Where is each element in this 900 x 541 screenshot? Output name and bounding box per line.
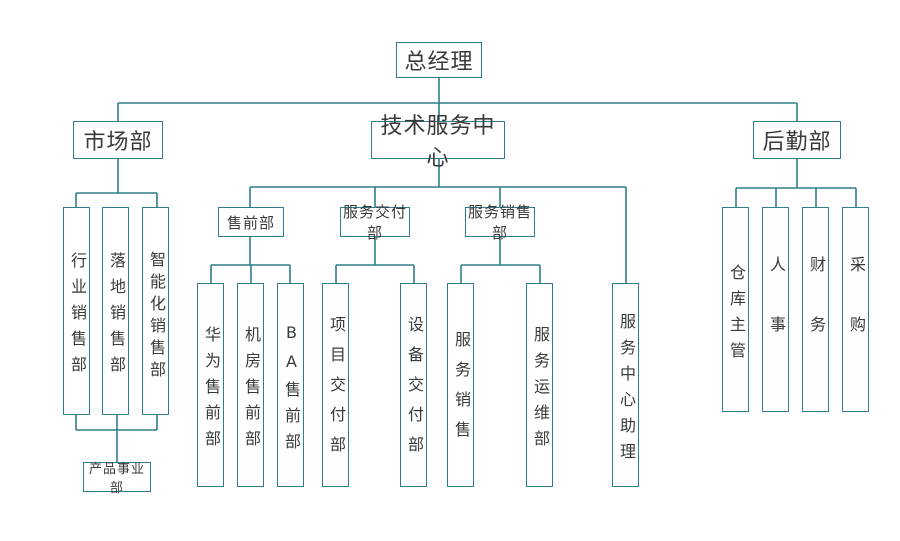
logistics-department-box: 后勤部 [753,121,841,159]
industry-sales-box: 行业销售部 [63,207,90,415]
service-ops-box: 服务运维部 [526,283,553,487]
warehouse-manager-box: 仓库主管 [722,207,749,412]
finance-box: 财务 [802,207,829,412]
datacenter-presales-box: 机房售前部 [237,283,264,487]
equipment-delivery-box: 设备交付部 [400,283,427,487]
service-sales-box: 服务销售部 [465,203,535,242]
service-center-assistant-box: 服务中心助理 [612,283,639,487]
onsite-sales-box: 落地销售部 [102,207,129,415]
project-delivery-box: 项目交付部 [322,283,349,487]
purchasing-box: 采购 [842,207,869,412]
smart-sales-box: 智能化销售部 [142,207,169,415]
hr-box: 人事 [762,207,789,412]
product-division-box: 产品事业部 [83,462,151,496]
market-department-box: 市场部 [73,121,163,159]
ceo-box: 总经理 [396,42,482,78]
huawei-presales-box: 华为售前部 [197,283,224,487]
service-delivery-box: 服务交付部 [340,203,410,242]
presales-box: 售前部 [218,207,284,237]
service-sales-unit-box: 服务销售 [447,283,474,487]
ba-presales-box: BA售前部 [277,283,304,487]
tech-service-center-box: 技术服务中心 [371,114,505,171]
